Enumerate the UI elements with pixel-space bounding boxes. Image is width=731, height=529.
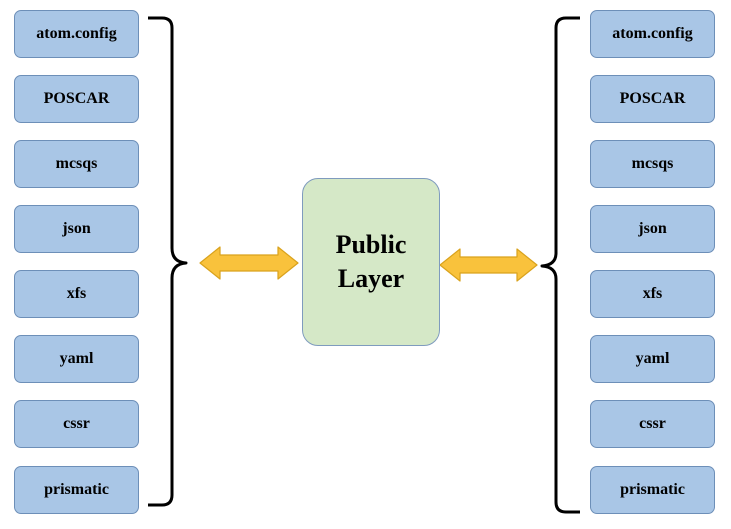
public-layer-label: Public Layer [335, 230, 407, 293]
public-layer-box: Public Layer [302, 178, 440, 346]
left-format-box-json: json [14, 205, 139, 253]
right-format-box-mcsqs: mcsqs [590, 140, 715, 188]
left-format-box-mcsqs: mcsqs [14, 140, 139, 188]
left-format-box-atom-config: atom.config [14, 10, 139, 58]
right-double-arrow-icon [439, 248, 538, 282]
left-format-box-yaml: yaml [14, 335, 139, 383]
right-format-box-poscar: POSCAR [590, 75, 715, 123]
left-format-box-xfs: xfs [14, 270, 139, 318]
right-format-box-xfs: xfs [590, 270, 715, 318]
right-format-box-json: json [590, 205, 715, 253]
right-format-box-yaml: yaml [590, 335, 715, 383]
right-bracket-icon [540, 16, 580, 514]
left-format-box-prismatic: prismatic [14, 466, 139, 514]
right-format-box-prismatic: prismatic [590, 466, 715, 514]
left-bracket-icon [148, 16, 188, 507]
left-format-box-poscar: POSCAR [14, 75, 139, 123]
left-double-arrow-icon [199, 246, 299, 280]
right-format-box-cssr: cssr [590, 400, 715, 448]
right-format-box-atom-config: atom.config [590, 10, 715, 58]
left-format-box-cssr: cssr [14, 400, 139, 448]
